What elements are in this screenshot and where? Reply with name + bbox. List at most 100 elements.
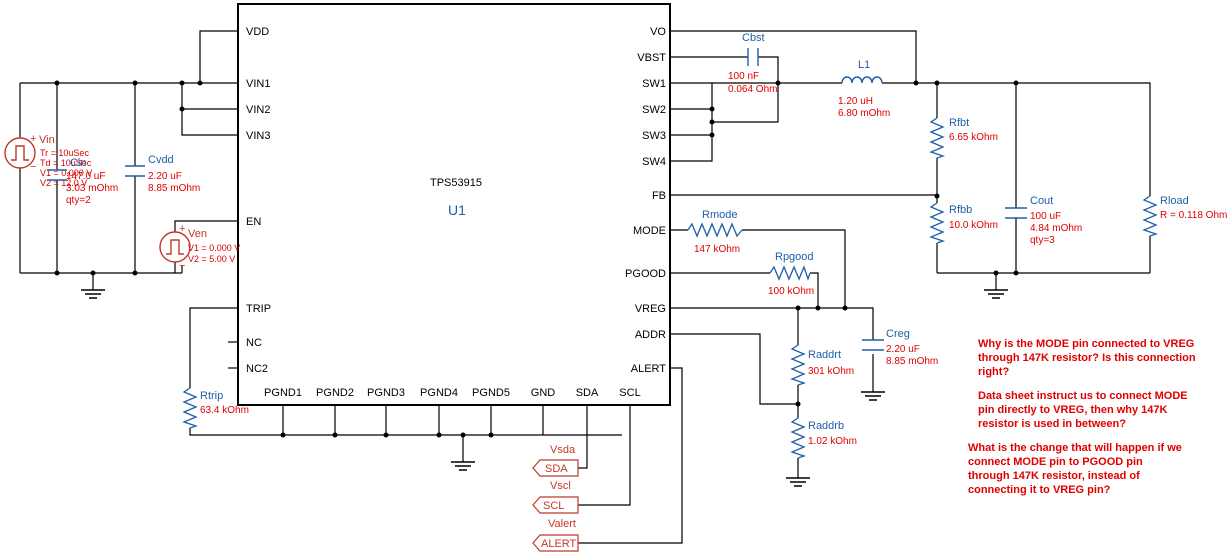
pin-addr: ADDR (635, 329, 666, 341)
question-2-line-3: resistor is used in between? (978, 418, 1126, 430)
pin-pgnd4: PGND4 (420, 387, 458, 399)
ven-v1: V1 = 0.000 V (188, 243, 240, 253)
input-junctions (54, 80, 203, 276)
question-2-line-1: Data sheet instruct us to connect MODE (978, 390, 1188, 402)
pin-en: EN (246, 216, 261, 228)
port-sda[interactable]: Vsda SDA (532, 444, 579, 477)
raddrb-value: 1.02 kOhm (808, 436, 857, 447)
bottom-pin-wires (282, 367, 683, 544)
cvdd-ref: Cvdd (148, 154, 174, 166)
cin-qty: qty=2 (66, 195, 91, 206)
control-wires (670, 229, 874, 478)
port-sda-name: Vsda (550, 444, 576, 456)
pin-sda: SDA (576, 387, 599, 399)
cvdd-capacitor[interactable]: Cvdd 2.20 uF 8.85 mOhm (125, 154, 200, 194)
vin-v1: V1 = 0.000 V (40, 168, 92, 178)
rfbt-resistor[interactable]: Rfbt 6.65 kOhm (929, 117, 998, 159)
cbst-capacitor[interactable]: Cbst 100 nF 0.064 Ohm (728, 32, 777, 95)
cin-esr: 3.03 mOhm (66, 183, 118, 194)
pin-nc2: NC2 (246, 363, 268, 375)
question-3-line-4: connecting it to VREG pin? (968, 484, 1111, 496)
ic-body[interactable] (237, 3, 671, 406)
rload-resistor[interactable]: Rload R = 0.118 Ohm (1142, 195, 1227, 237)
raddrt-resistor[interactable]: Raddrt 301 kOhm (790, 344, 854, 386)
pin-vreg: VREG (635, 303, 666, 315)
pin-fb: FB (652, 190, 666, 202)
rpgood-value: 100 kOhm (768, 286, 814, 297)
rtrip-ref: Rtrip (200, 390, 223, 402)
rtrip-value: 63.4 kOhm (200, 405, 249, 416)
pin-scl: SCL (619, 387, 640, 399)
ven-source[interactable]: + − Ven V1 = 0.000 V V2 = 5.00 V (159, 223, 240, 272)
pin-mode: MODE (633, 225, 666, 237)
pin-vin1: VIN1 (246, 78, 270, 90)
pin-pgnd2: PGND2 (316, 387, 354, 399)
control-junctions (795, 305, 848, 407)
vin-ref: Vin (39, 134, 55, 146)
question-1-line-2: through 147K resistor? Is this connectio… (978, 352, 1196, 364)
plus-sign: + (179, 223, 185, 235)
pin-sw3: SW3 (642, 130, 666, 142)
vin-source[interactable]: + − Vin Tr = 10uSec Td = 10uSec V1 = 0.0… (4, 133, 92, 188)
raddrb-resistor[interactable]: Raddrb 1.02 kOhm (790, 417, 857, 459)
question-3-line-1: What is the change that will happen if w… (968, 442, 1182, 454)
rmode-value: 147 kOhm (694, 244, 740, 255)
cvdd-esr: 8.85 mOhm (148, 183, 200, 194)
pin-pgood: PGOOD (625, 268, 666, 280)
rload-ref: Rload (1160, 195, 1189, 207)
ground-pgnd (451, 461, 475, 471)
pin-pgnd1: PGND1 (264, 387, 302, 399)
rfbb-value: 10.0 kOhm (949, 220, 998, 231)
rmode-resistor[interactable]: Rmode 147 kOhm (687, 209, 743, 255)
cbst-esr: 0.064 Ohm (728, 84, 777, 95)
creg-ref: Creg (886, 328, 910, 340)
ground-creg (861, 391, 885, 401)
raddrt-ref: Raddrt (808, 349, 841, 361)
cin-capacitor[interactable]: Cin 147.0 uF 3.03 mOhm qty=2 (47, 157, 118, 206)
l1-inductor[interactable]: L1 1.20 uH 6.80 mOhm (838, 59, 890, 119)
cbst-value: 100 nF (728, 71, 759, 82)
creg-capacitor[interactable]: Creg 2.20 uF 8.85 mOhm (862, 328, 938, 367)
port-alert[interactable]: Valert ALERT (532, 518, 579, 552)
port-scl[interactable]: Vscl SCL (532, 480, 579, 514)
rfbt-ref: Rfbt (949, 117, 969, 129)
question-3-line-2: connect MODE pin to PGOOD pin (968, 456, 1143, 468)
question-block: Why is the MODE pin connected to VREG th… (968, 338, 1196, 496)
cvdd-value: 2.20 uF (148, 171, 182, 182)
port-scl-name: Vscl (550, 480, 571, 492)
question-2-line-2: pin directly to VREG, then why 147K (978, 404, 1168, 416)
rmode-ref: Rmode (702, 209, 737, 221)
cout-qty: qty=3 (1030, 235, 1055, 246)
cout-capacitor[interactable]: Cout 100 uF 4.84 mOhm qty=3 (1005, 195, 1082, 246)
pin-gnd: GND (531, 387, 556, 399)
rpgood-resistor[interactable]: Rpgood 100 kOhm (768, 251, 814, 297)
port-sda-label: SDA (545, 463, 568, 475)
rfbt-value: 6.65 kOhm (949, 132, 998, 143)
question-1-line-3: right? (978, 366, 1009, 378)
question-3-line-3: through 147K resistor, instead of (968, 470, 1140, 482)
cout-value: 100 uF (1030, 211, 1061, 222)
port-alert-name: Valert (548, 518, 576, 530)
creg-esr: 8.85 mOhm (886, 356, 938, 367)
vin-td: Td = 10uSec (40, 158, 92, 168)
pin-sw4: SW4 (642, 156, 666, 168)
ground-output (984, 289, 1008, 299)
pin-alert: ALERT (631, 363, 667, 375)
l1-dcr: 6.80 mOhm (838, 108, 890, 119)
rpgood-ref: Rpgood (775, 251, 814, 263)
ven-ref: Ven (188, 228, 207, 240)
question-1-line-1: Why is the MODE pin connected to VREG (978, 338, 1194, 350)
pin-nc: NC (246, 337, 262, 349)
l1-ref: L1 (858, 59, 870, 71)
creg-value: 2.20 uF (886, 344, 920, 355)
l1-value: 1.20 uH (838, 96, 873, 107)
minus-sign: − (179, 260, 185, 272)
pin-vin3: VIN3 (246, 130, 270, 142)
rtrip-resistor[interactable]: Rtrip 63.4 kOhm (182, 387, 249, 429)
rfbb-ref: Rfbb (949, 204, 972, 216)
cin-ref: Cin (70, 157, 87, 169)
rfbb-resistor[interactable]: Rfbb 10.0 kOhm (929, 202, 998, 244)
ic-part-number: TPS53915 (430, 177, 482, 189)
raddrt-value: 301 kOhm (808, 366, 854, 377)
